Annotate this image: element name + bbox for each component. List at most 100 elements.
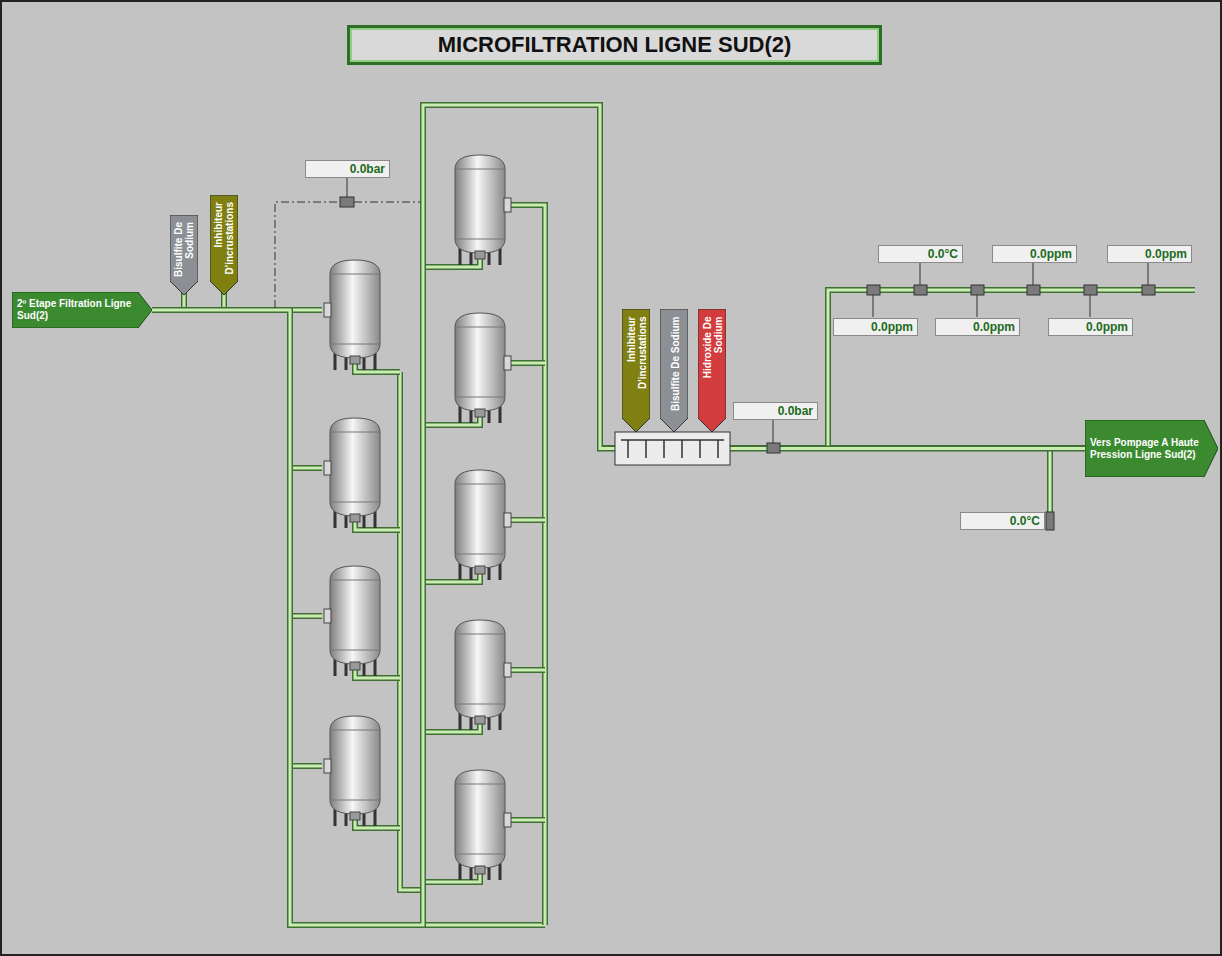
flow-arrow: 2º Etape Filtration Ligne Sud(2) [12, 292, 152, 328]
pipe-outline [290, 763, 322, 769]
leader-line [920, 263, 921, 285]
static-mixer [615, 432, 730, 465]
value-display: 0.0°C [960, 512, 1045, 530]
pipe-outline [423, 105, 615, 448]
pipe-outline [511, 517, 545, 523]
pipe-core [355, 520, 400, 530]
filter-vessel [455, 313, 511, 423]
filter-vessel [324, 260, 380, 370]
chemical-name: Inhibiteur D'incrustations [622, 312, 650, 415]
pipe-core [290, 467, 322, 470]
leader-line [873, 295, 874, 317]
dosing-tag: Hidroxide De Sodium [698, 309, 726, 432]
filter-vessel [324, 418, 380, 528]
measured-value: 0.0bar [738, 403, 813, 419]
flow-label: Vers Pompage A Haute Pression Ligne Sud(… [1085, 433, 1218, 465]
pipe-core [290, 615, 322, 618]
sensor-symbol [340, 197, 354, 207]
title-text: MICROFILTRATION LIGNE SUD(2) [438, 32, 792, 58]
leader-line [1090, 295, 1091, 317]
sensor-symbol [914, 285, 927, 295]
pipe-core [511, 819, 545, 822]
pipe-outline [1047, 448, 1053, 512]
measured-value: 0.0bar [310, 161, 385, 177]
pipe-outline [355, 818, 400, 828]
pipe-outline [511, 817, 545, 823]
value-display: 0.0ppm [935, 318, 1020, 336]
value-display: 0.0bar [305, 160, 390, 178]
pipe-core [423, 105, 615, 448]
pipe-core [355, 362, 400, 372]
pipe-core [1049, 448, 1052, 512]
leader-line [977, 295, 978, 317]
sensor-symbol [867, 285, 880, 295]
dosing-tag: Bisulfite De Sodium [660, 309, 688, 432]
pipe-outline [511, 205, 545, 925]
dosing-tag: Inhibiteur D'incrustations [622, 309, 650, 432]
value-display: 0.0ppm [1048, 318, 1133, 336]
dosing-tag: Bisulfite De Sodium [170, 215, 198, 295]
measured-value: 0.0ppm [838, 319, 913, 335]
pipe-outline [355, 520, 400, 530]
sensor-symbol [1046, 512, 1054, 530]
flow-label: 2º Etape Filtration Ligne Sud(2) [12, 294, 152, 326]
pipe-core [290, 765, 322, 768]
pipe-core [511, 519, 545, 522]
flow-arrow: Vers Pompage A Haute Pression Ligne Sud(… [1085, 420, 1218, 477]
process-pipe [152, 105, 1085, 925]
pipe-core [511, 205, 545, 925]
pipe-core [400, 372, 423, 890]
filter-vessel [324, 716, 380, 826]
filter-vessel [455, 470, 511, 580]
chemical-name: Bisulfite De Sodium [170, 218, 198, 278]
leader-line [773, 420, 774, 443]
title-banner: MICROFILTRATION LIGNE SUD(2) [347, 25, 882, 65]
pipe-outline [355, 668, 400, 678]
pipe-core [355, 668, 400, 678]
measured-value: 0.0ppm [1112, 246, 1187, 262]
measured-value: 0.0ppm [1053, 319, 1128, 335]
value-display: 0.0ppm [833, 318, 918, 336]
pipe-core [290, 310, 545, 925]
pipework [152, 105, 1195, 925]
sensor-symbol [971, 285, 984, 295]
measured-value: 0.0ppm [997, 246, 1072, 262]
measured-value: 0.0°C [883, 246, 958, 262]
measured-value: 0.0°C [965, 513, 1040, 529]
pipe-core [355, 818, 400, 828]
pipe-core [511, 669, 545, 672]
sensor-symbol [1084, 285, 1097, 295]
value-display: 0.0°C [878, 245, 963, 263]
measured-value: 0.0ppm [940, 319, 1015, 335]
filter-vessel [455, 770, 511, 880]
value-display: 0.0ppm [992, 245, 1077, 263]
filter-vessel [455, 155, 511, 265]
chemical-name: Hidroxide De Sodium [698, 312, 726, 415]
pipe-outline [400, 372, 423, 890]
leader-line [1033, 263, 1034, 285]
filter-vessel [324, 566, 380, 676]
sensor-symbol [1142, 285, 1155, 295]
value-display: 0.0bar [733, 402, 818, 420]
sensor-symbol [1027, 285, 1040, 295]
filter-vessels [324, 155, 511, 880]
pipe-outline [355, 362, 400, 372]
impulse-line [275, 202, 420, 308]
chemical-name: Bisulfite De Sodium [660, 312, 688, 415]
value-display: 0.0ppm [1107, 245, 1192, 263]
leader-line [347, 178, 348, 197]
pipe-core [511, 362, 545, 365]
chemical-name: Inhibiteur D'incrustations [210, 198, 238, 278]
dosing-tag: Inhibiteur D'incrustations [210, 195, 238, 295]
pipe-outline [511, 667, 545, 673]
sensor-symbol [767, 443, 780, 453]
filter-vessel [455, 620, 511, 730]
pipe-outline [290, 613, 322, 619]
pipe-outline [290, 465, 322, 471]
pipe-outline [290, 310, 545, 925]
